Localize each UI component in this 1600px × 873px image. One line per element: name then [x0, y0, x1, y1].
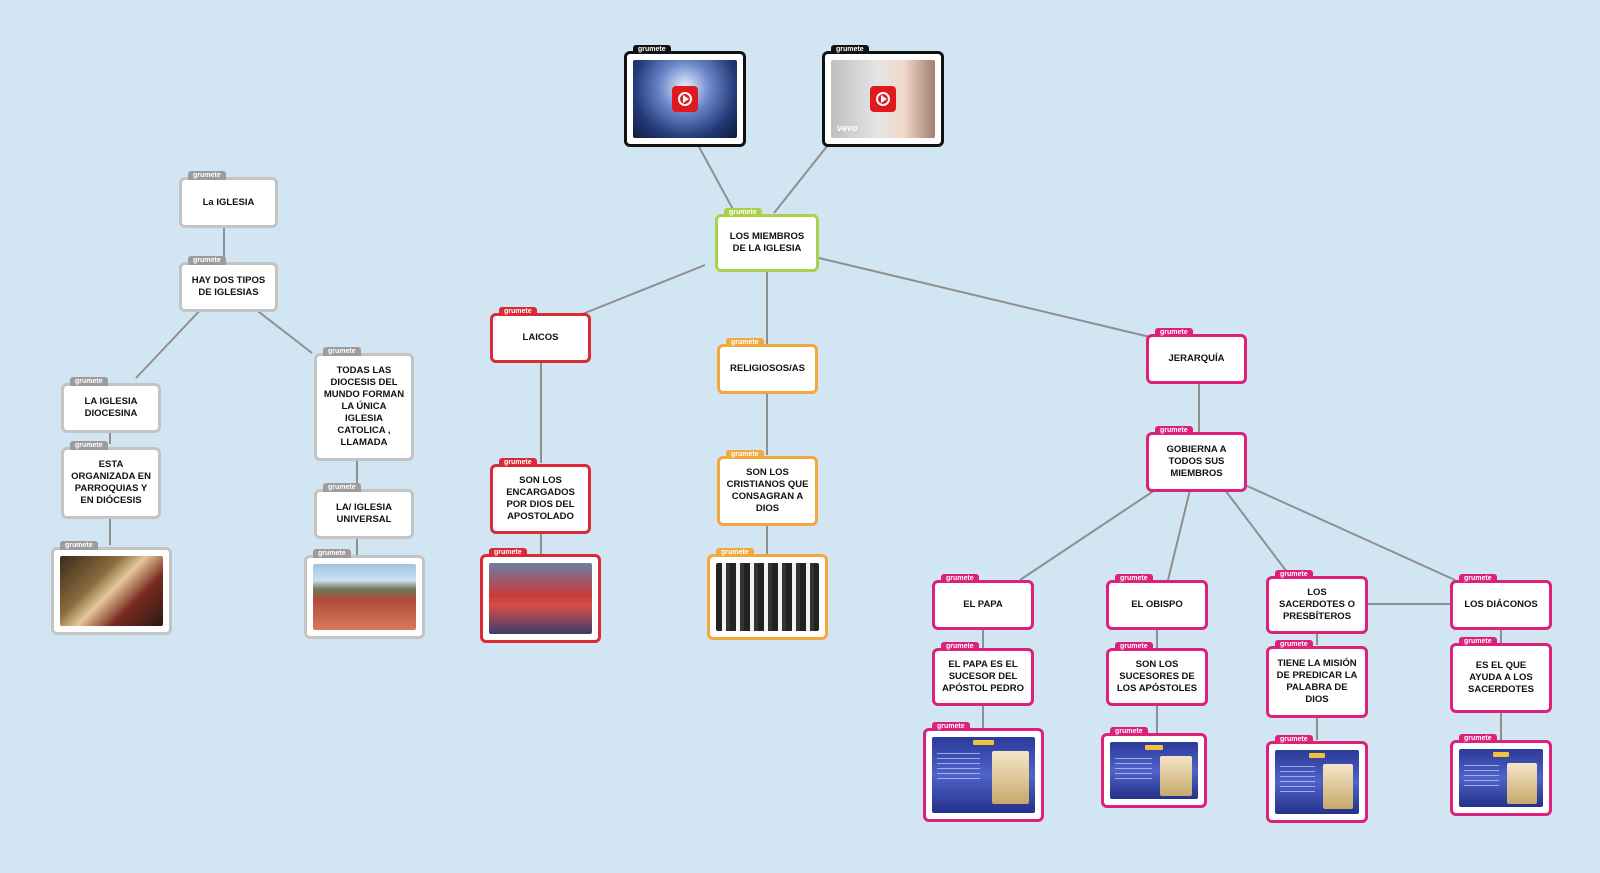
- node-cristianos-consagran[interactable]: grumete SON LOS CRISTIANOS QUE CONSAGRAN…: [717, 450, 818, 526]
- grumete-tag: grumete: [1155, 426, 1193, 435]
- grumete-tag: grumete: [1459, 637, 1497, 646]
- video-thumbnail: vevo: [831, 60, 935, 138]
- node-hay-dos-tipos[interactable]: grumete HAY DOS TIPOS DE IGLESIAS: [179, 256, 278, 312]
- grumete-tag: grumete: [1110, 727, 1148, 736]
- grumete-tag: grumete: [188, 171, 226, 180]
- grumete-tag: grumete: [726, 450, 764, 459]
- node-label: GOBIERNA A TODOS SUS MIEMBROS: [1166, 444, 1227, 479]
- grumete-tag: grumete: [831, 45, 869, 54]
- grumete-tag: grumete: [726, 338, 764, 347]
- node-diaconos[interactable]: grumete LOS DIÁCONOS: [1450, 574, 1552, 630]
- grumete-tag: grumete: [1459, 734, 1497, 743]
- node-organizada-parroquias[interactable]: grumete ESTA ORGANIZADA EN PARROQUIAS Y …: [61, 441, 161, 519]
- grumete-tag: grumete: [941, 642, 979, 651]
- node-image-crowd[interactable]: grumete: [304, 549, 425, 639]
- node-religiosos[interactable]: grumete RELIGIOSOS/AS: [717, 338, 818, 394]
- node-gobierna-miembros[interactable]: grumete GOBIERNA A TODOS SUS MIEMBROS: [1146, 426, 1247, 492]
- node-image-nuns[interactable]: grumete: [707, 548, 828, 640]
- node-label: LOS MIEMBROS DE LA IGLESIA: [729, 231, 805, 254]
- play-icon[interactable]: [672, 86, 698, 112]
- grumete-tag: grumete: [323, 483, 361, 492]
- slide-papa-image: [932, 737, 1035, 813]
- node-label: LOS SACERDOTES O PRESBÍTEROS: [1278, 587, 1355, 622]
- node-el-obispo[interactable]: grumete EL OBISPO: [1106, 574, 1208, 630]
- slide-diaconos-image: [1459, 749, 1543, 807]
- grumete-tag: grumete: [941, 574, 979, 583]
- grumete-tag: grumete: [499, 307, 537, 316]
- grumete-tag: grumete: [1275, 570, 1313, 579]
- node-label: RELIGIOSOS/AS: [730, 363, 805, 374]
- grumete-tag: grumete: [724, 208, 762, 217]
- grumete-tag: grumete: [932, 722, 970, 731]
- node-miembros-iglesia[interactable]: grumete LOS MIEMBROS DE LA IGLESIA: [715, 208, 819, 272]
- node-label: TODAS LAS DIOCESIS DEL MUNDO FORMAN LA Ú…: [323, 365, 405, 448]
- node-iglesia-universal[interactable]: grumete LA/ IGLESIA UNIVERSAL: [314, 483, 414, 539]
- grumete-tag: grumete: [489, 548, 527, 557]
- grumete-tag: grumete: [70, 441, 108, 450]
- node-ayuda-sacerdotes[interactable]: grumete ES EL QUE AYUDA A LOS SACERDOTES: [1450, 637, 1552, 713]
- node-label: LAICOS: [522, 332, 559, 343]
- node-iglesia-diocesina[interactable]: grumete LA IGLESIA DIOCESINA: [61, 377, 161, 433]
- node-sucesores-apostoles[interactable]: grumete SON LOS SUCESORES DE LOS APÓSTOL…: [1106, 642, 1208, 706]
- node-la-iglesia[interactable]: grumete La IGLESIA: [179, 171, 278, 228]
- node-label: La IGLESIA: [202, 196, 255, 208]
- node-image-pope-youth[interactable]: grumete: [480, 548, 601, 643]
- node-el-papa[interactable]: grumete EL PAPA: [932, 574, 1034, 630]
- node-label: ES EL QUE AYUDA A LOS SACERDOTES: [1468, 660, 1534, 695]
- node-slide-papa[interactable]: grumete: [923, 722, 1044, 822]
- node-jerarquia[interactable]: grumete JERARQUÍA: [1146, 328, 1247, 384]
- node-label: TIENE LA MISIÓN DE PREDICAR LA PALABRA D…: [1276, 658, 1358, 705]
- node-label: LOS DIÁCONOS: [1464, 599, 1538, 610]
- node-video-1[interactable]: grumete: [624, 45, 746, 147]
- grumete-tag: grumete: [499, 458, 537, 467]
- node-sacerdotes[interactable]: grumete LOS SACERDOTES O PRESBÍTEROS: [1266, 570, 1368, 634]
- node-laicos[interactable]: grumete LAICOS: [490, 307, 591, 363]
- grumete-tag: grumete: [60, 541, 98, 550]
- grumete-tag: grumete: [633, 45, 671, 54]
- node-label: SON LOS SUCESORES DE LOS APÓSTOLES: [1116, 659, 1198, 694]
- church-interior-image: [60, 556, 163, 626]
- pope-youth-image: [489, 563, 592, 634]
- node-label: ESTA ORGANIZADA EN PARROQUIAS Y EN DIÓCE…: [71, 459, 151, 506]
- grumete-tag: grumete: [1155, 328, 1193, 337]
- grumete-tag: grumete: [1115, 642, 1153, 651]
- node-label: JERARQUÍA: [1168, 353, 1225, 364]
- node-label: LA IGLESIA DIOCESINA: [84, 396, 138, 419]
- node-label: SON LOS CRISTIANOS QUE CONSAGRAN A DIOS: [726, 467, 809, 514]
- node-label: HAY DOS TIPOS DE IGLESIAS: [191, 275, 266, 298]
- node-label: EL PAPA: [963, 599, 1003, 610]
- node-slide-sacerdotes[interactable]: grumete: [1266, 735, 1368, 823]
- play-icon[interactable]: [870, 86, 896, 112]
- grumete-tag: grumete: [323, 347, 361, 356]
- node-encargados-apostolado[interactable]: grumete SON LOS ENCARGADOS POR DIOS DEL …: [490, 458, 591, 534]
- grumete-tag: grumete: [716, 548, 754, 557]
- grumete-tag: grumete: [188, 256, 226, 265]
- nuns-image: [716, 563, 819, 631]
- node-image-church[interactable]: grumete: [51, 541, 172, 635]
- node-slide-diaconos[interactable]: grumete: [1450, 734, 1552, 816]
- grumete-tag: grumete: [1275, 640, 1313, 649]
- vevo-watermark: vevo: [837, 123, 858, 133]
- grumete-tag: grumete: [313, 549, 351, 558]
- node-todas-las-diocesis[interactable]: grumete TODAS LAS DIOCESIS DEL MUNDO FOR…: [314, 347, 414, 461]
- crowd-image: [313, 564, 416, 630]
- slide-obispo-image: [1110, 742, 1198, 799]
- node-label: EL PAPA ES EL SUCESOR DEL APÓSTOL PEDRO: [942, 659, 1024, 694]
- slide-sacerdotes-image: [1275, 750, 1359, 814]
- node-label: SON LOS ENCARGADOS POR DIOS DEL APOSTOLA…: [506, 475, 575, 522]
- grumete-tag: grumete: [1275, 735, 1313, 744]
- node-label: EL OBISPO: [1131, 599, 1183, 610]
- grumete-tag: grumete: [70, 377, 108, 386]
- node-papa-sucesor-pedro[interactable]: grumete EL PAPA ES EL SUCESOR DEL APÓSTO…: [932, 642, 1034, 706]
- grumete-tag: grumete: [1459, 574, 1497, 583]
- video-thumbnail: [633, 60, 737, 138]
- node-label: LA/ IGLESIA UNIVERSAL: [336, 502, 392, 525]
- node-mision-predicar[interactable]: grumete TIENE LA MISIÓN DE PREDICAR LA P…: [1266, 640, 1368, 718]
- node-slide-obispo[interactable]: grumete: [1101, 727, 1207, 808]
- grumete-tag: grumete: [1115, 574, 1153, 583]
- node-video-2[interactable]: grumete vevo: [822, 45, 944, 147]
